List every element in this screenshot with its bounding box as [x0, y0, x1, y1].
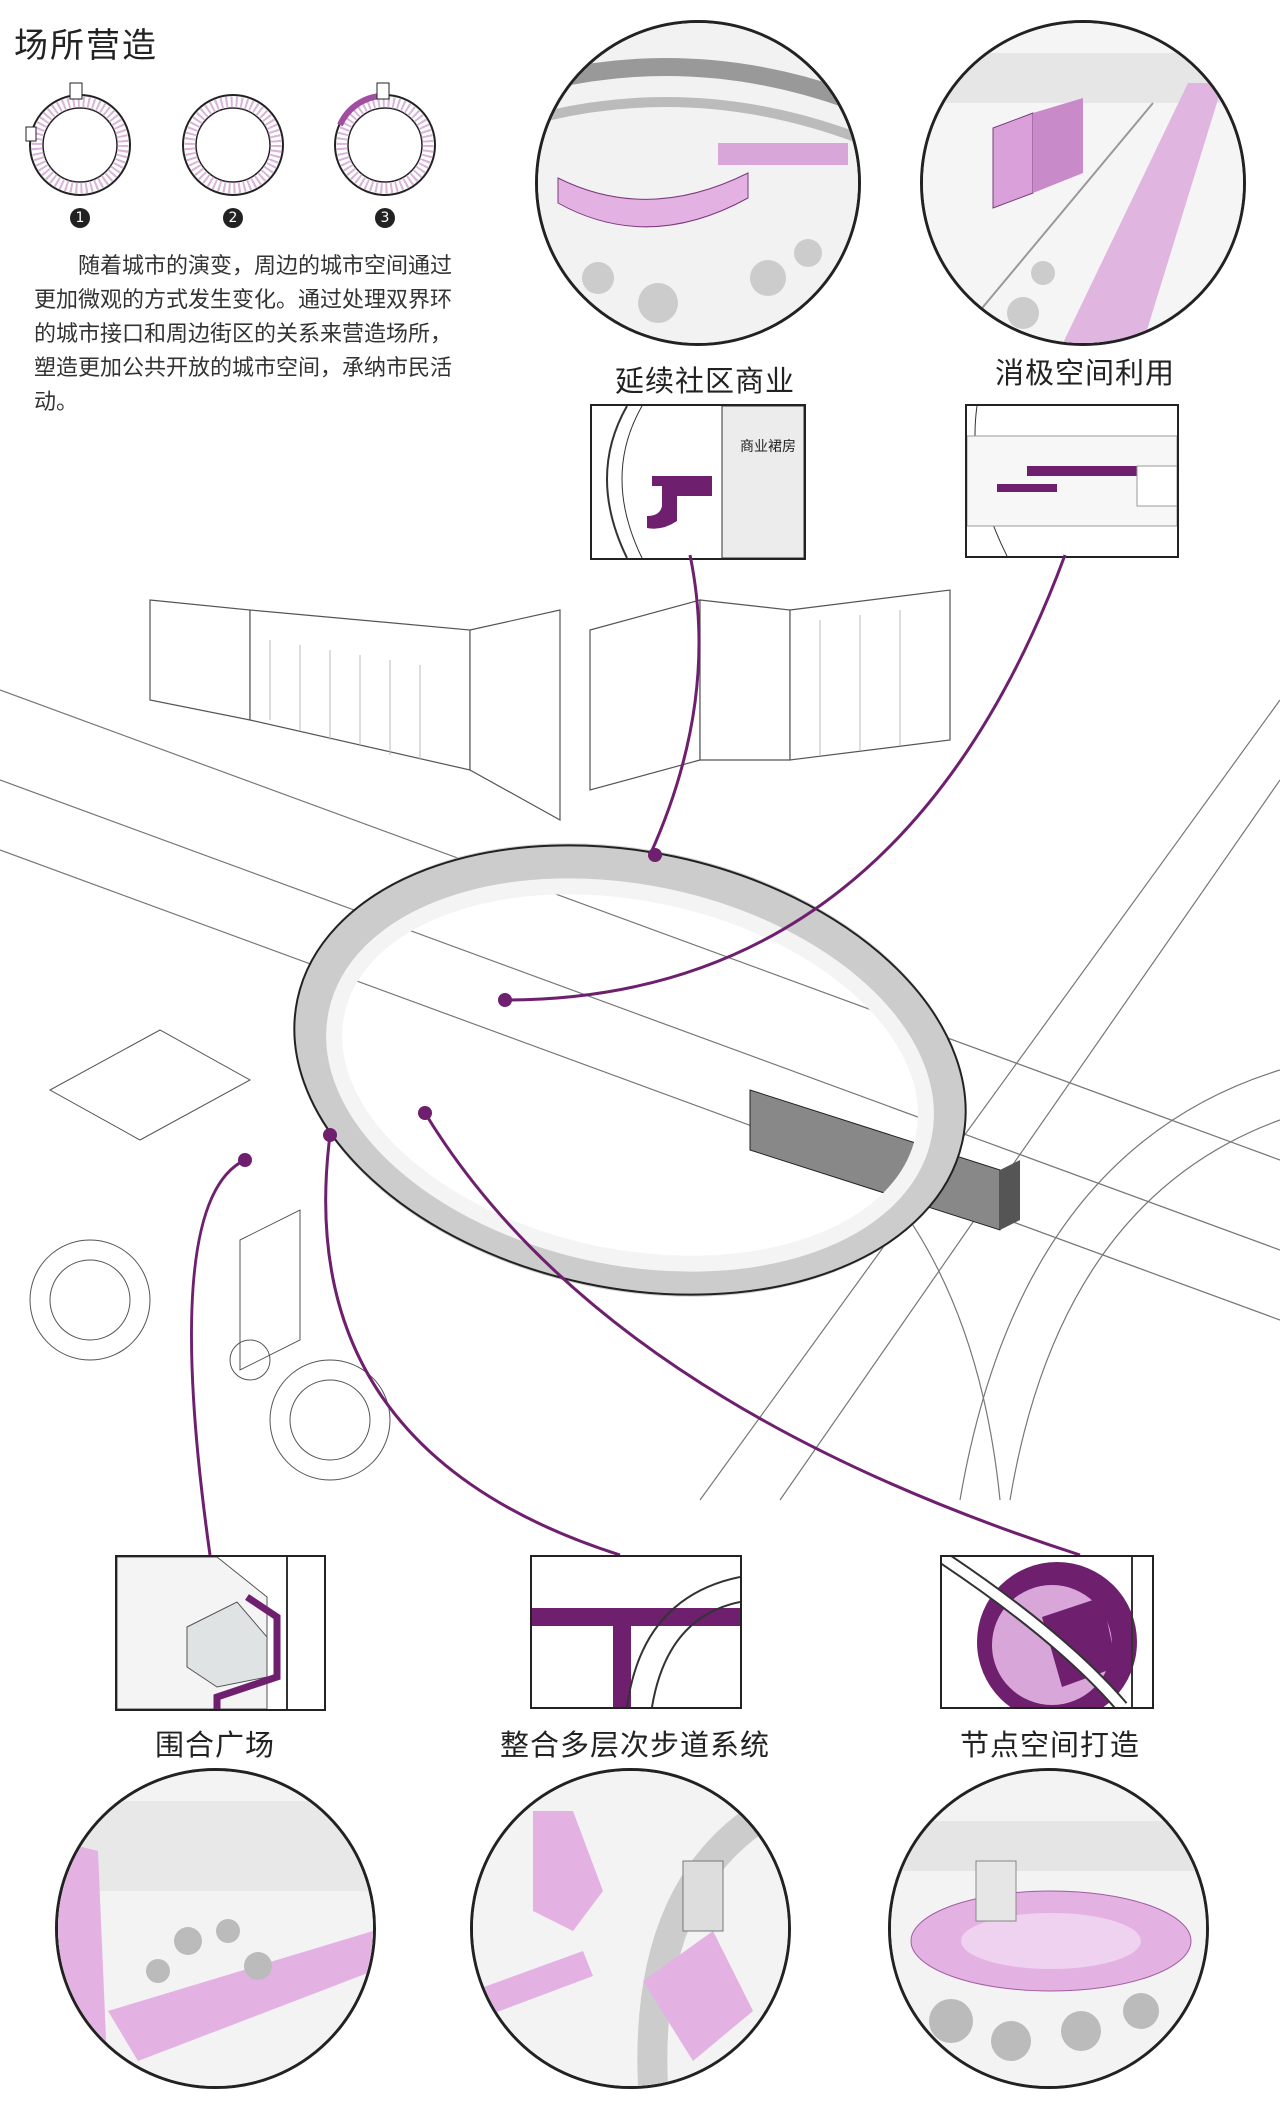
render-enclosed-plaza: [55, 1768, 376, 2089]
inset-negative-space: [965, 404, 1179, 558]
label-enclosed-plaza: 围合广场: [154, 1728, 275, 1762]
page-title: 场所营造: [14, 26, 158, 66]
inset-node-space: [940, 1555, 1154, 1709]
step-2-badge: 2: [223, 208, 243, 228]
label-node-space: 节点空间打造: [959, 1728, 1140, 1762]
render-node-space: [888, 1768, 1209, 2089]
inset-enclosed-plaza: [115, 1555, 326, 1711]
inset-community-commerce: 商业裙房: [590, 404, 806, 560]
description-text: 随着城市的演变，周边的城市空间通过更加微观的方式发生变化。通过处理双界环的城市接…: [34, 254, 453, 415]
step-3-badge: 3: [375, 208, 395, 228]
label-multilevel-walkway: 整合多层次步道系统: [499, 1728, 770, 1762]
render-community-commerce: [535, 20, 861, 346]
label-community-commerce: 延续社区商业: [614, 364, 795, 398]
render-negative-space: [920, 20, 1246, 346]
inset-multilevel-walkway: [530, 1555, 742, 1709]
label-negative-space: 消极空间利用: [994, 356, 1175, 390]
ring-diagrams: [25, 82, 436, 196]
render-multilevel-walkway: [470, 1768, 791, 2089]
inset-commercial-label: 商业裙房: [740, 439, 796, 455]
step-1-badge: 1: [70, 208, 90, 228]
